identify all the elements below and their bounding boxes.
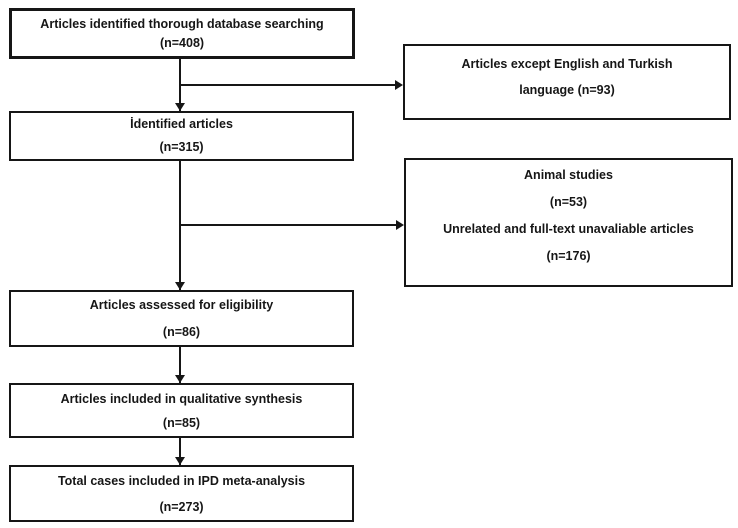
arrow-right-icon [396, 220, 404, 230]
arrow-down-icon [175, 375, 185, 383]
box-line: (n=85) [162, 415, 201, 430]
box-line: Articles except English and Turkish [461, 57, 673, 71]
flow-box-excluded-language: Articles except English and Turkish lang… [403, 44, 731, 120]
box-line: (n=176) [546, 248, 591, 263]
box-line: Articles assessed for eligibility [89, 297, 274, 312]
connector-branch-to-language-exclusion [180, 84, 396, 86]
flow-box-identified-articles: İdentified articles (n=315) [9, 111, 354, 161]
connector-box6-to-box7 [179, 438, 181, 465]
box-line: Animal studies [524, 167, 613, 182]
box-line: (n=408) [159, 35, 205, 50]
box-line: (n=53) [549, 194, 588, 209]
flow-box-excluded-animal-unrelated: Animal studies (n=53) Unrelated and full… [404, 158, 733, 287]
box-line: (n=315) [159, 140, 204, 154]
box-line: language (n=93) [519, 83, 615, 97]
box-line: (n=86) [162, 324, 201, 339]
arrow-down-icon [175, 457, 185, 465]
flow-box-ipd-meta-analysis: Total cases included in IPD meta-analysi… [9, 465, 354, 522]
arrow-down-icon [175, 103, 185, 111]
box-line: Articles identified thorough database se… [40, 16, 324, 31]
box-line: (n=273) [159, 499, 204, 514]
arrow-right-icon [395, 80, 403, 90]
box-line: Unrelated and full-text unavaliable arti… [443, 221, 694, 236]
flow-box-qualitative-synthesis: Articles included in qualitative synthes… [9, 383, 354, 438]
box-line: İdentified articles [130, 117, 233, 131]
connector-branch-to-animal-exclusion [180, 224, 397, 226]
box-line: Articles included in qualitative synthes… [60, 391, 303, 406]
arrow-down-icon [175, 282, 185, 290]
flow-box-assessed-eligibility: Articles assessed for eligibility (n=86) [9, 290, 354, 347]
connector-box5-to-box6 [179, 347, 181, 383]
flow-box-database-search: Articles identified thorough database se… [9, 8, 355, 59]
box-line: Total cases included in IPD meta-analysi… [57, 473, 306, 488]
